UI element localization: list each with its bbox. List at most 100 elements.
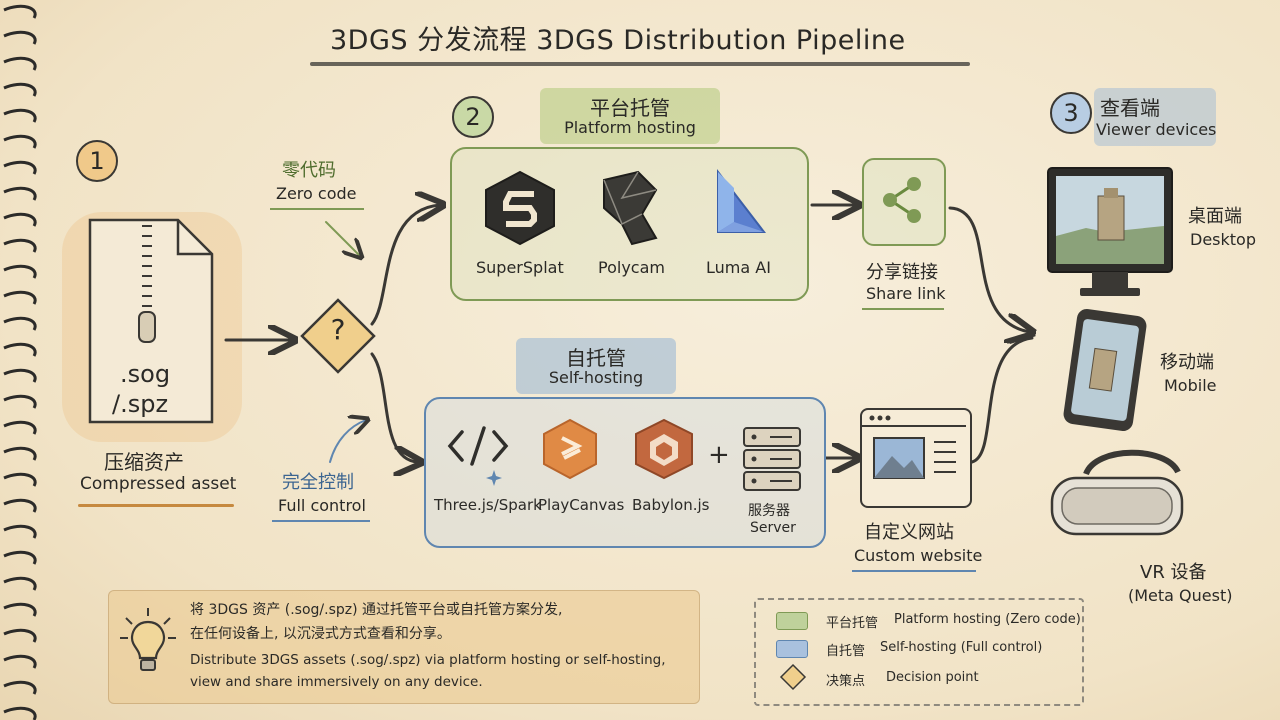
spiral-ring	[3, 108, 37, 123]
self-title-cn: 自托管	[566, 346, 626, 370]
lightbulb-icon	[120, 608, 176, 671]
polycam-logo-icon	[603, 170, 658, 246]
spiral-ring	[3, 264, 37, 279]
callout-line-3: Distribute 3DGS assets (.sog/.spz) via p…	[190, 652, 666, 668]
self-title-highlight	[516, 338, 676, 394]
mobile-label-cn: 移动端	[1160, 352, 1214, 373]
spiral-ring	[3, 654, 37, 669]
plus-sign: +	[708, 440, 730, 470]
asset-underline	[78, 504, 234, 507]
asset-file-ext-2: /.spz	[112, 390, 169, 418]
zip-file-icon	[88, 218, 214, 424]
self-item-playcanvas: PlayCanvas	[538, 496, 625, 514]
spiral-ring	[3, 498, 37, 513]
viewer-title-en: Viewer devices	[1096, 120, 1217, 139]
custom-website-underline	[852, 570, 976, 572]
zero-code-label-cn: 零代码	[282, 160, 336, 181]
spiral-ring	[3, 160, 37, 175]
platform-title-highlight	[540, 88, 720, 144]
mobile-label-en: Mobile	[1164, 376, 1217, 395]
asset-label-cn: 压缩资产	[104, 450, 184, 474]
viewer-title-highlight	[1094, 88, 1216, 146]
spiral-ring	[3, 56, 37, 71]
spiral-ring	[3, 706, 37, 720]
spiral-ring	[3, 524, 37, 539]
spiral-ring	[3, 82, 37, 97]
spiral-ring	[3, 342, 37, 357]
viewer-title-cn: 查看端	[1100, 96, 1160, 120]
full-control-label-cn: 完全控制	[282, 472, 354, 493]
vr-label-cn: VR 设备	[1140, 562, 1207, 583]
spiral-ring	[3, 290, 37, 305]
self-item-threejs: Three.js/Spark	[434, 496, 542, 514]
page-title: 3DGS 分发流程 3DGS Distribution Pipeline	[330, 25, 906, 56]
summary-callout	[108, 590, 700, 704]
spiral-ring	[3, 472, 37, 487]
spiral-ring	[3, 550, 37, 565]
legend-box	[754, 598, 1084, 706]
share-link-label-en: Share link	[866, 284, 946, 303]
legend-platform-cn: 平台托管	[826, 616, 879, 631]
platform-title-cn: 平台托管	[590, 96, 670, 120]
step-3-badge: 3	[1050, 92, 1092, 134]
zero-code-underline	[270, 208, 364, 210]
full-control-underline	[272, 520, 370, 522]
custom-website-label-en: Custom website	[854, 546, 983, 565]
legend-decision-cn: 决策点	[826, 674, 866, 689]
vr-headset-icon	[1050, 449, 1184, 536]
spiral-ring	[3, 30, 37, 45]
platform-item-supersplat: SuperSplat	[476, 258, 564, 277]
code-icon	[447, 426, 509, 486]
platform-item-polycam: Polycam	[598, 258, 665, 277]
spiral-ring	[3, 368, 37, 383]
legend-swatch-decision	[779, 663, 807, 691]
desktop-label-cn: 桌面端	[1188, 206, 1242, 227]
title-underline	[310, 62, 970, 66]
server-icon	[743, 427, 801, 491]
callout-line-2: 在任何设备上, 以沉浸式方式查看和分享。	[190, 626, 451, 642]
server-label-cn: 服务器	[748, 503, 790, 519]
legend-decision-en: Decision point	[886, 670, 979, 685]
callout-line-1: 将 3DGS 资产 (.sog/.spz) 通过托管平台或自托管方案分发,	[190, 602, 563, 618]
legend-platform-en: Platform hosting (Zero code)	[894, 612, 1081, 627]
platform-item-luma-ai: Luma AI	[706, 258, 771, 277]
legend-self-en: Self-hosting (Full control)	[880, 640, 1043, 655]
spiral-ring	[3, 238, 37, 253]
spiral-ring	[3, 628, 37, 643]
step-1-badge: 1	[76, 140, 118, 182]
desktop-label-en: Desktop	[1190, 230, 1256, 249]
spiral-ring	[3, 420, 37, 435]
spiral-ring	[3, 446, 37, 461]
custom-website-label-cn: 自定义网站	[864, 522, 954, 543]
asset-label-en: Compressed asset	[80, 474, 237, 494]
vr-label-en: (Meta Quest)	[1128, 586, 1233, 605]
spiral-ring	[3, 212, 37, 227]
server-label-en: Server	[750, 520, 796, 536]
website-icon	[862, 415, 966, 479]
decision-symbol: ?	[330, 313, 346, 346]
zero-code-label-en: Zero code	[276, 184, 357, 203]
share-link-label-cn: 分享链接	[866, 262, 938, 283]
callout-line-4: view and share immersively on any device…	[190, 674, 483, 690]
share-link-underline	[862, 308, 944, 310]
self-title-en: Self-hosting	[548, 368, 644, 387]
full-control-label-en: Full control	[278, 496, 366, 515]
share-icon	[883, 177, 921, 223]
legend-swatch-self	[776, 640, 808, 658]
spiral-ring	[3, 576, 37, 591]
decision-diamond	[300, 298, 376, 374]
spiral-ring	[3, 394, 37, 409]
luma-ai-logo-icon	[717, 169, 767, 233]
self-item-babylonjs: Babylon.js	[632, 496, 710, 514]
supersplat-logo-icon	[485, 170, 555, 246]
babylonjs-logo-icon	[635, 418, 693, 480]
step-2-badge: 2	[452, 96, 494, 138]
legend-swatch-platform	[776, 612, 808, 630]
playcanvas-logo-icon	[543, 418, 597, 480]
spiral-ring	[3, 4, 37, 19]
platform-title-en: Platform hosting	[564, 118, 696, 137]
desktop-monitor-icon	[1047, 167, 1173, 296]
asset-file-ext-1: .sog	[120, 360, 171, 388]
